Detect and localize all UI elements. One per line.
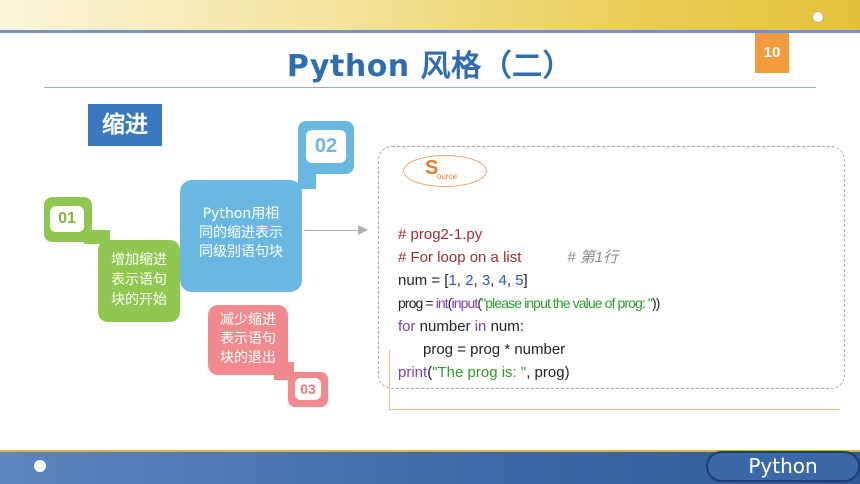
code-number: 2 (465, 272, 474, 289)
slide-title: Python 风格（二） (286, 49, 574, 84)
arrow-right-icon (358, 225, 368, 235)
code-token: number (415, 318, 475, 335)
step-01-line: 增加缩进 (111, 252, 167, 268)
code-number: 4 (498, 272, 507, 289)
code-panel-accent-left (389, 350, 390, 410)
code-number: 5 (515, 272, 524, 289)
code-line: # For loop on a list # 第1行 (398, 246, 838, 269)
code-line: num = [1, 2, 3, 4, 5] (398, 272, 528, 289)
code-keyword: in (474, 318, 487, 335)
step-01-card: 增加缩进 表示语句 块的开始 (98, 240, 180, 322)
code-keyword: for (398, 318, 416, 335)
code-panel (378, 146, 845, 389)
code-comment: # 第1行 (567, 249, 619, 266)
code-line: # prog2-1.py (398, 226, 483, 243)
code-line: prog = int(input("please input the value… (398, 295, 660, 311)
code-comment: # For loop on a list (398, 249, 522, 266)
step-03-line: 块的退出 (220, 350, 276, 366)
page-number: 10 (755, 33, 789, 73)
bottom-divider (0, 450, 860, 452)
title-rule (44, 87, 816, 88)
code-panel-accent-bottom (389, 409, 840, 410)
code-block: # prog2-1.py # For loop on a list # 第1行 … (398, 223, 838, 384)
code-token: , prog) (526, 364, 570, 381)
step-02-line: Python用相 (202, 206, 280, 222)
code-token: ] (523, 272, 528, 289)
footer-label: Python (706, 451, 860, 482)
step-03-card: 减少缩进 表示语句 块的退出 (208, 305, 288, 375)
top-banner (0, 0, 860, 30)
code-token: = (422, 295, 436, 311)
code-function: input (451, 295, 479, 311)
top-dot-icon (812, 11, 824, 23)
step-01-badge: 01 (50, 206, 84, 232)
code-line: print("The prog is: ", prog) (398, 364, 570, 381)
code-function: int (435, 295, 449, 311)
code-line: for number in num: (398, 315, 838, 338)
bottom-dot-icon (34, 460, 46, 472)
code-token: )) (651, 295, 660, 311)
step-02-card: Python用相 同的缩进表示 同级别语句块 (180, 180, 302, 292)
arrow-line (304, 230, 362, 231)
code-function: print (398, 364, 428, 381)
step-01-line: 块的开始 (111, 292, 167, 308)
code-token: num = [ (398, 272, 449, 289)
section-label: 缩进 (88, 104, 162, 146)
code-number: 3 (481, 272, 491, 289)
code-token: num: (486, 318, 524, 335)
source-badge-letter: S (425, 157, 439, 179)
code-line: prog = prog * number (398, 341, 566, 358)
step-03-badge: 03 (295, 378, 321, 400)
step-02-line: 同级别语句块 (199, 244, 283, 260)
code-number: 1 (448, 272, 457, 289)
code-string: "please input the value of prog: " (481, 295, 653, 311)
step-03-line: 表示语句 (220, 331, 276, 347)
source-badge (403, 155, 487, 187)
step-02-badge: 02 (306, 130, 346, 163)
code-string: "The prog is: " (432, 364, 527, 381)
source-badge-text: ource (437, 172, 458, 181)
step-03-line: 减少缩进 (220, 312, 276, 328)
step-02-line: 同的缩进表示 (199, 225, 283, 241)
step-01-line: 表示语句 (111, 272, 167, 288)
code-token: prog (398, 295, 423, 311)
top-divider (0, 30, 860, 33)
